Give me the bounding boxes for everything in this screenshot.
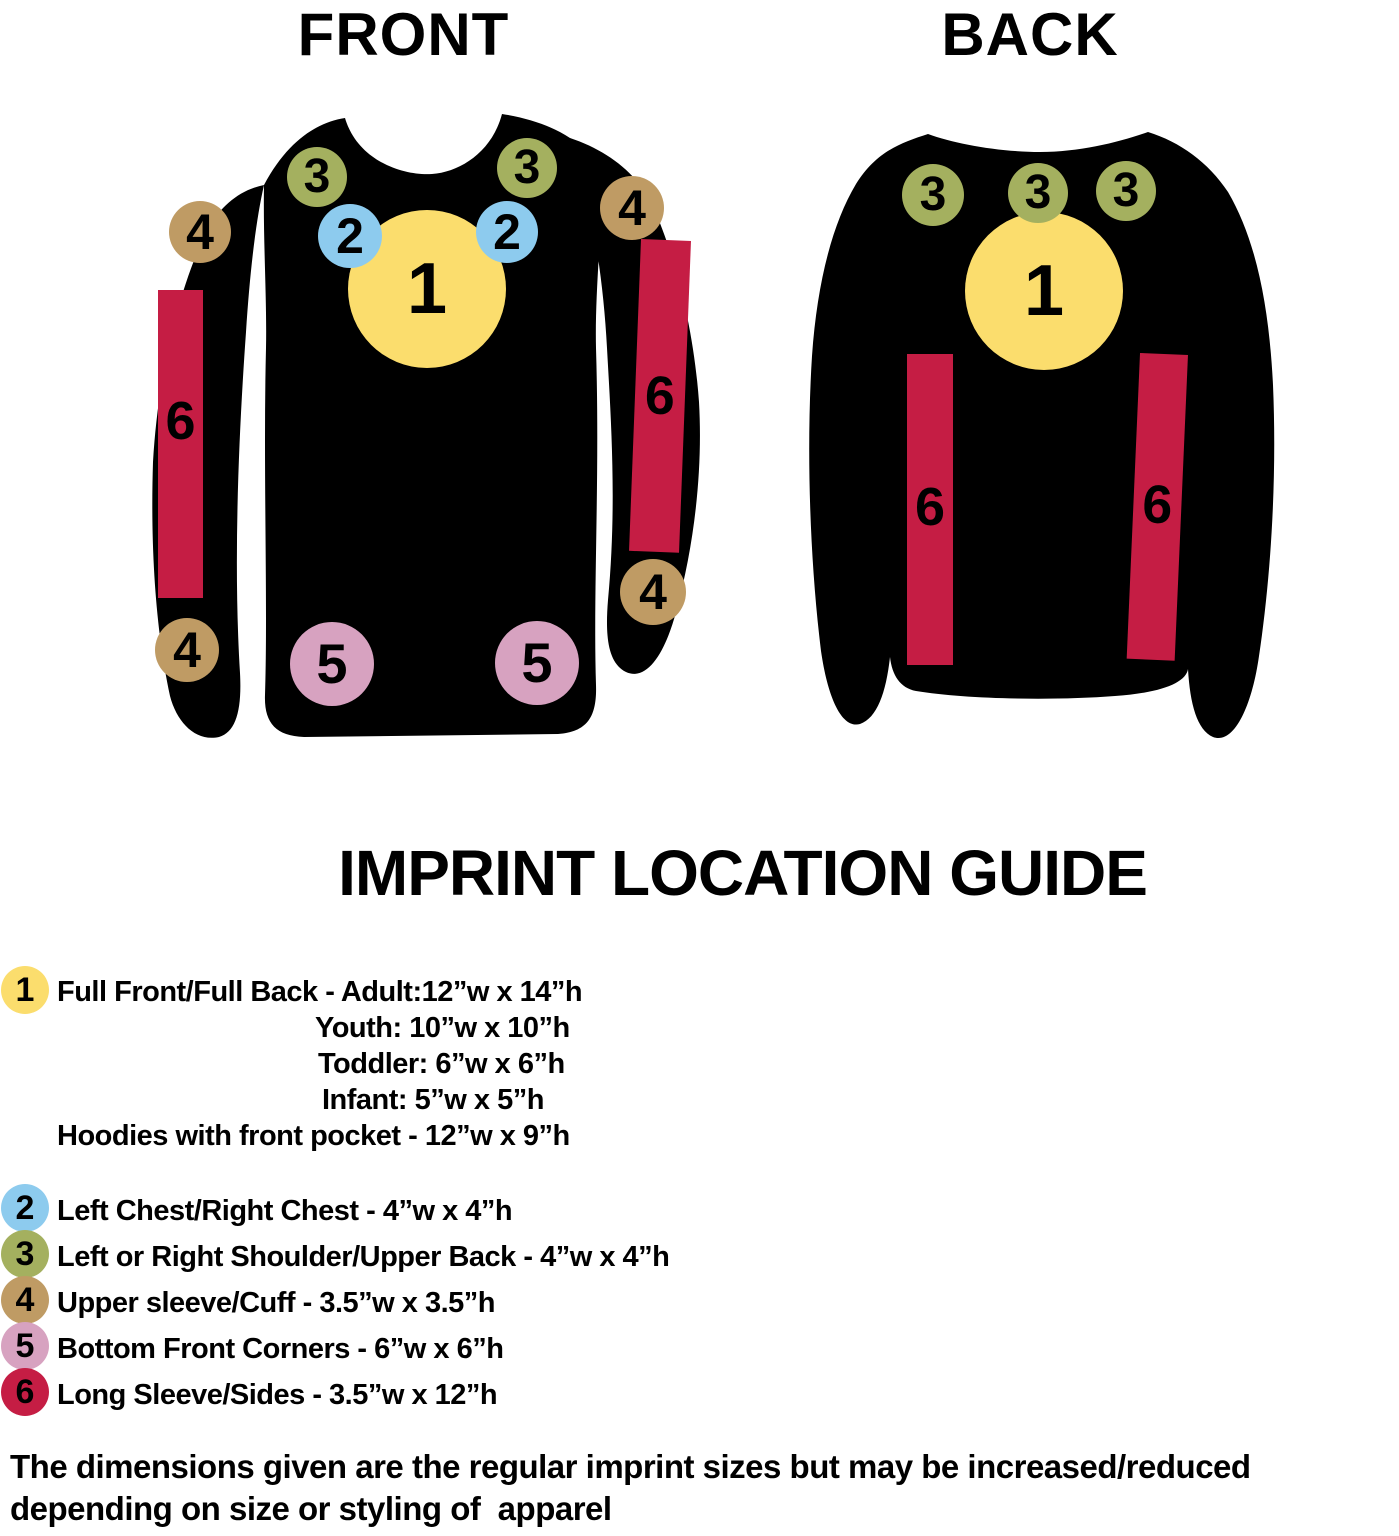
legend-1-line-2: Youth: 10”w x 10”h xyxy=(315,1012,570,1044)
imprint-location-guide-heading: IMPRINT LOCATION GUIDE xyxy=(338,837,1148,909)
back-shoulder-right-marker: 3 xyxy=(1096,161,1156,221)
legend-2-circle: 2 xyxy=(1,1184,49,1232)
back-title: BACK xyxy=(941,1,1119,68)
back-side-left-label: 6 xyxy=(914,477,946,537)
legend-6-text: Long Sleeve/Sides - 3.5”w x 12”h xyxy=(57,1379,498,1411)
front-shoulder-left-marker: 3 xyxy=(287,147,347,207)
legend-4-circle: 4 xyxy=(1,1276,49,1324)
back-side-left-bar: 6 xyxy=(907,354,953,665)
footer-note-line-2: depending on size or styling of apparel xyxy=(10,1490,612,1527)
legend-6-circle: 6 xyxy=(1,1368,49,1416)
legend-1-line-5: Hoodies with front pocket - 12”w x 9”h xyxy=(57,1120,570,1152)
legend-5-circle: 5 xyxy=(1,1322,49,1370)
legend-1-line-3: Toddler: 6”w x 6”h xyxy=(318,1048,565,1080)
back-shoulder-left-marker: 3 xyxy=(902,164,964,226)
legend-2-text: Left Chest/Right Chest - 4”w x 4”h xyxy=(57,1195,513,1227)
front-long-sleeve-left-bar: 6 xyxy=(158,290,203,598)
front-bottom-corner-right-marker: 5 xyxy=(495,621,579,705)
back-upper-back-center-marker: 3 xyxy=(1008,163,1068,223)
front-shoulder-right-marker: 3 xyxy=(497,138,557,198)
legend-1-line-1: Full Front/Full Back - Adult:12”w x 14”h xyxy=(57,976,583,1008)
legend-5-text: Bottom Front Corners - 6”w x 6”h xyxy=(57,1333,504,1365)
front-chest-right-marker: 2 xyxy=(476,201,538,263)
legend-4-text: Upper sleeve/Cuff - 3.5”w x 3.5”h xyxy=(57,1287,495,1319)
front-bottom-corner-left-marker: 5 xyxy=(290,622,374,706)
back-side-right-label: 6 xyxy=(1141,474,1174,536)
front-cuff-right-marker: 4 xyxy=(620,559,686,625)
legend-1-line-4: Infant: 5”w x 5”h xyxy=(322,1084,544,1116)
front-upper-sleeve-left-marker: 4 xyxy=(169,201,231,263)
legend-1-circle: 1 xyxy=(1,966,49,1014)
front-title: FRONT xyxy=(297,1,510,68)
front-long-sleeve-right-label: 6 xyxy=(643,365,677,427)
front-cuff-left-marker: 4 xyxy=(155,618,219,682)
front-long-sleeve-left-label: 6 xyxy=(165,391,196,451)
footer-note-line-1: The dimensions given are the regular imp… xyxy=(10,1448,1251,1485)
legend-3-circle: 3 xyxy=(1,1230,49,1278)
legend-3-text: Left or Right Shoulder/Upper Back - 4”w … xyxy=(57,1241,670,1273)
back-full-back-marker: 1 xyxy=(965,212,1123,370)
front-upper-sleeve-right-marker: 4 xyxy=(600,176,664,240)
front-chest-left-marker: 2 xyxy=(318,204,382,268)
